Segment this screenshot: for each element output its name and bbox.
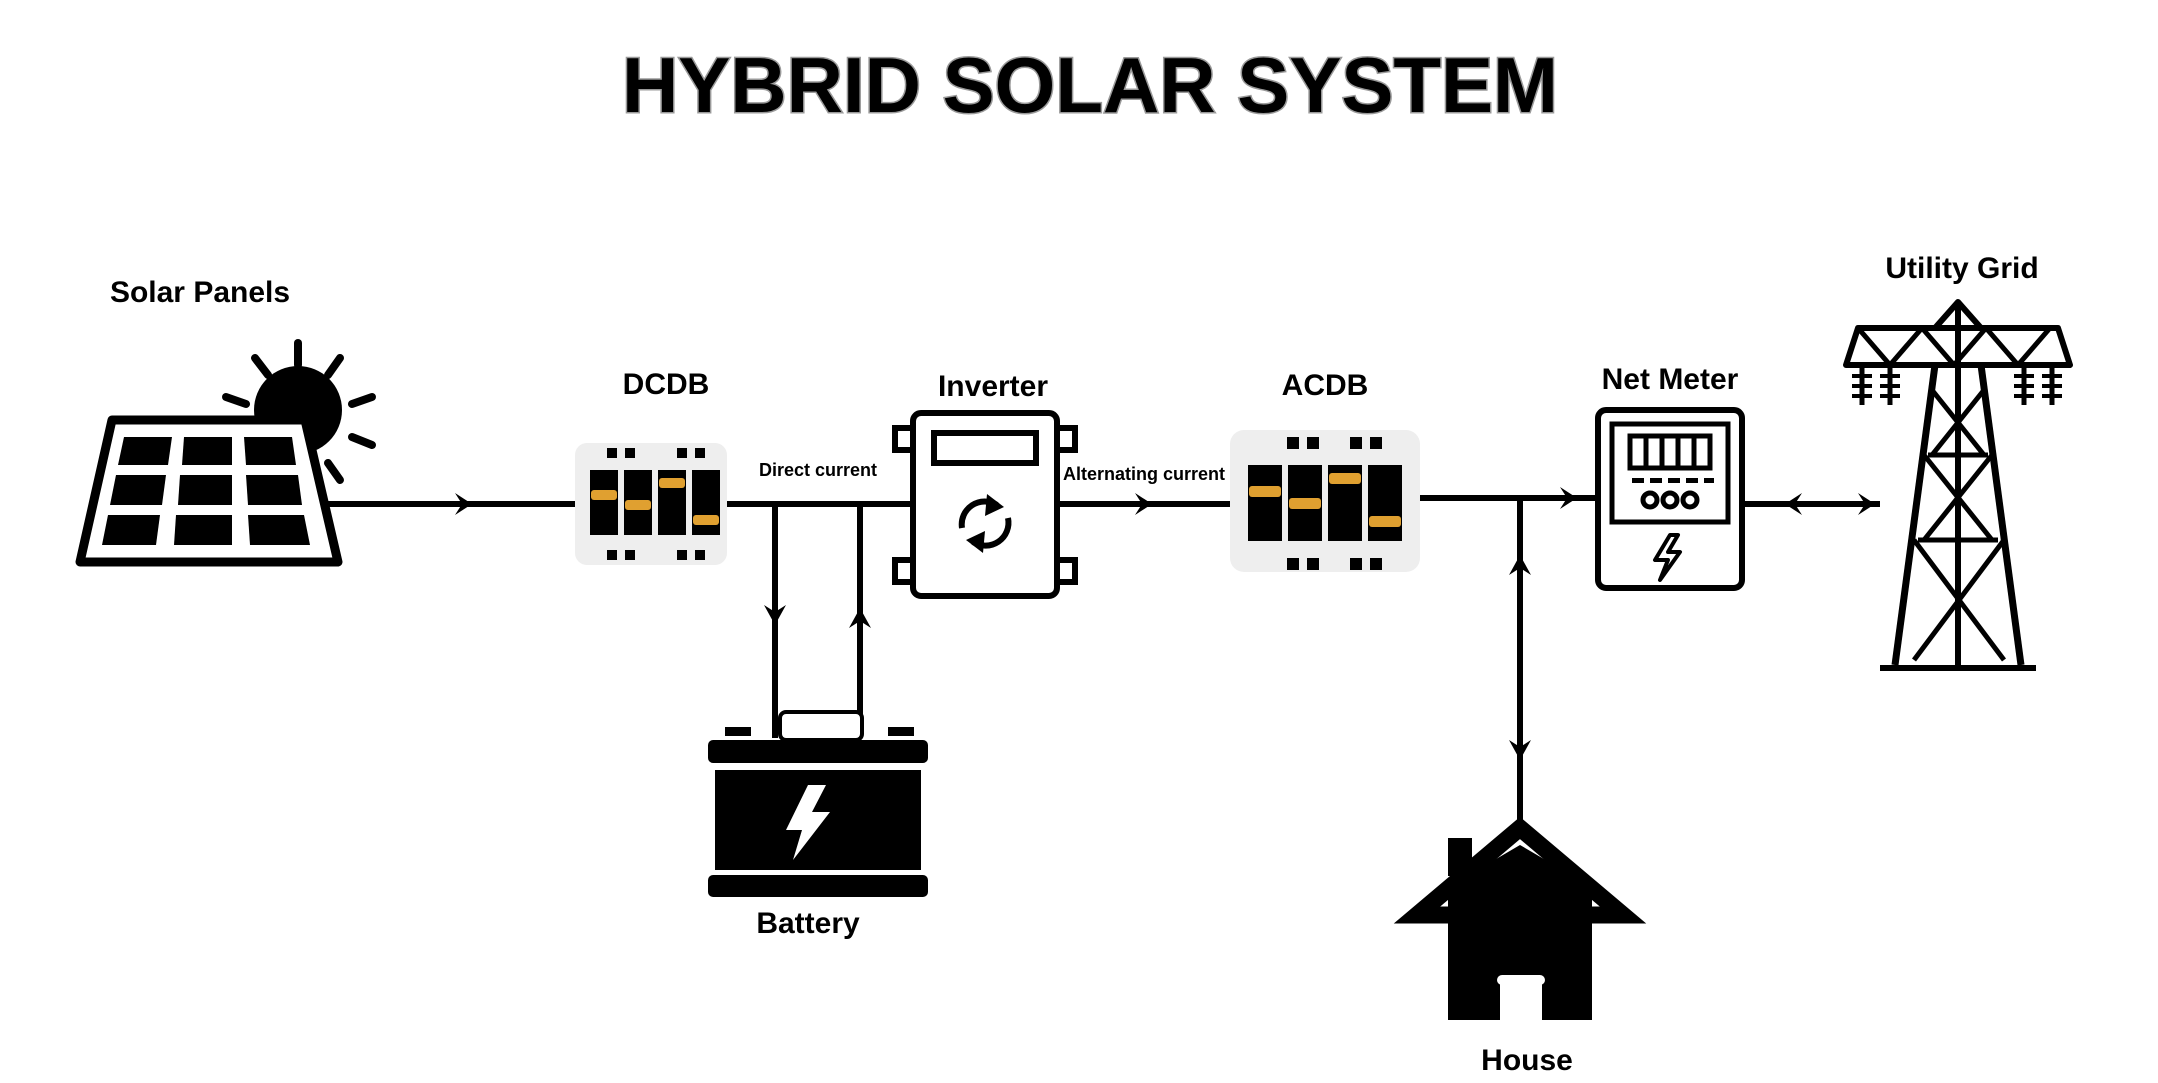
direct-current-label: Direct current	[759, 460, 877, 480]
arrow-right-icon	[455, 493, 472, 515]
arrow-up-icon	[1509, 555, 1531, 575]
acdb-label: ACDB	[1282, 369, 1369, 402]
flow-arrows	[455, 487, 1875, 760]
breaker-box-icon	[1230, 430, 1420, 572]
solar-panels-label: Solar Panels	[110, 276, 290, 309]
meter-icon	[1595, 407, 1745, 591]
house-label: House	[1481, 1044, 1573, 1077]
transmission-tower-icon	[1843, 299, 2073, 671]
solar-panel-icon	[75, 339, 376, 567]
battery-label: Battery	[756, 907, 860, 940]
net-meter-label: Net Meter	[1602, 363, 1739, 396]
inverter-label: Inverter	[938, 370, 1048, 403]
utility-grid-label: Utility Grid	[1885, 252, 2038, 285]
inverter-icon	[892, 410, 1078, 599]
arrow-right-icon	[1560, 487, 1577, 509]
battery-icon	[708, 710, 928, 897]
house-icon	[1393, 816, 1647, 1020]
arrow-right-icon	[1135, 493, 1152, 515]
diagram-title: HYBRID SOLAR SYSTEM	[622, 41, 1558, 129]
arrow-left-icon	[1785, 493, 1802, 515]
dcdb-label: DCDB	[623, 368, 710, 401]
arrow-down-icon	[1509, 740, 1531, 760]
alternating-current-label: Alternating current	[1063, 464, 1225, 484]
arrow-up-icon	[849, 608, 871, 628]
arrow-down-icon	[764, 605, 786, 625]
arrow-right-icon	[1858, 493, 1875, 515]
breaker-box-icon	[575, 443, 727, 565]
